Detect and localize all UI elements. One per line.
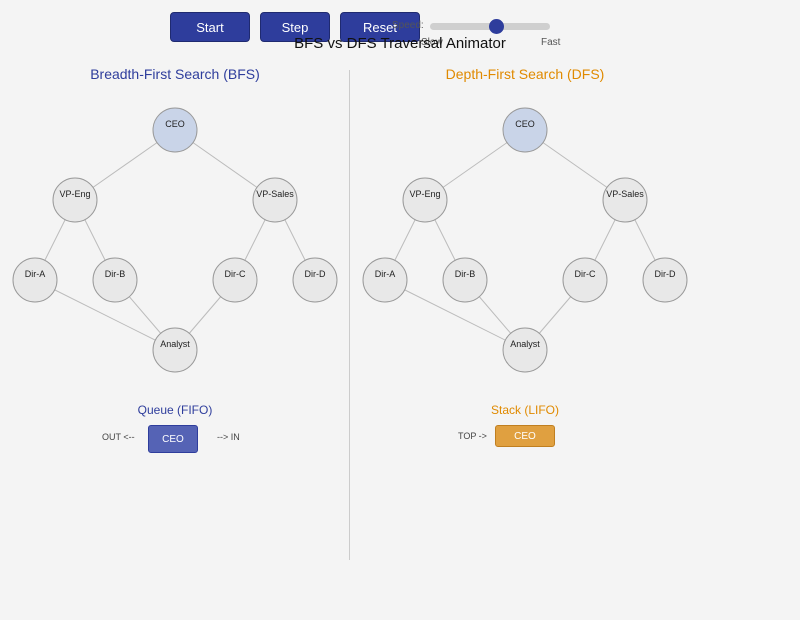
dfs-node-label: CEO — [515, 119, 535, 129]
dfs-node-label: Dir-C — [575, 269, 596, 279]
dfs-node-label: Dir-D — [655, 269, 676, 279]
dfs-node-analyst[interactable] — [502, 327, 548, 373]
queue-item: CEO — [148, 425, 198, 453]
dfs-edge — [384, 279, 526, 351]
bfs-node-label: VP-Eng — [59, 189, 90, 199]
speed-label: Speed: — [392, 20, 424, 31]
reset-button[interactable]: Reset — [340, 12, 420, 42]
speed-slider-thumb[interactable] — [489, 19, 504, 34]
page-title: BFS vs DFS Traversal Animator — [294, 35, 506, 52]
dfs-node-dir-d[interactable] — [642, 257, 688, 303]
bfs-node-analyst[interactable] — [152, 327, 198, 373]
bfs-node-label: CEO — [165, 119, 185, 129]
bfs-node-dir-b[interactable] — [92, 257, 138, 303]
bfs-node-label: VP-Sales — [256, 189, 294, 199]
dfs-node-vp-sales[interactable] — [602, 177, 648, 223]
start-button[interactable]: Start — [170, 12, 250, 42]
dfs-node-dir-a[interactable] — [362, 257, 408, 303]
bfs-node-vp-sales[interactable] — [252, 177, 298, 223]
bfs-node-dir-c[interactable] — [212, 257, 258, 303]
bfs-node-ceo[interactable] — [152, 107, 198, 153]
stack-item: CEO — [495, 425, 555, 447]
dfs-heading: Depth-First Search (DFS) — [445, 66, 605, 82]
bfs-edge — [34, 279, 176, 351]
dfs-node-dir-c[interactable] — [562, 257, 608, 303]
dfs-node-label: Dir-A — [375, 269, 396, 279]
bfs-node-vp-eng[interactable] — [52, 177, 98, 223]
bfs-node-label: Dir-B — [105, 269, 126, 279]
dfs-node-label: Dir-B — [455, 269, 476, 279]
queue-out-label: OUT <-- — [102, 432, 135, 442]
bfs-node-label: Dir-D — [305, 269, 326, 279]
step-button[interactable]: Step — [260, 12, 330, 42]
dfs-node-dir-b[interactable] — [442, 257, 488, 303]
queue-in-label: --> IN — [217, 432, 240, 442]
dfs-node-ceo[interactable] — [502, 107, 548, 153]
dfs-node-label: Analyst — [510, 339, 540, 349]
queue-title: Queue (FIFO) — [137, 403, 213, 417]
dfs-node-label: VP-Eng — [409, 189, 440, 199]
dfs-node-vp-eng[interactable] — [402, 177, 448, 223]
bfs-node-label: Dir-C — [225, 269, 246, 279]
bfs-node-label: Dir-A — [25, 269, 46, 279]
panel-divider — [349, 70, 350, 560]
bfs-node-dir-d[interactable] — [292, 257, 338, 303]
stack-title: Stack (LIFO) — [490, 403, 559, 417]
fast-label: Fast — [541, 37, 561, 48]
bfs-node-label: Analyst — [160, 339, 190, 349]
bfs-heading: Breadth-First Search (BFS) — [90, 66, 260, 82]
bfs-node-dir-a[interactable] — [12, 257, 58, 303]
slow-label: Slow — [421, 37, 443, 48]
stack-top-label: TOP -> — [458, 431, 487, 441]
dfs-node-label: VP-Sales — [606, 189, 644, 199]
